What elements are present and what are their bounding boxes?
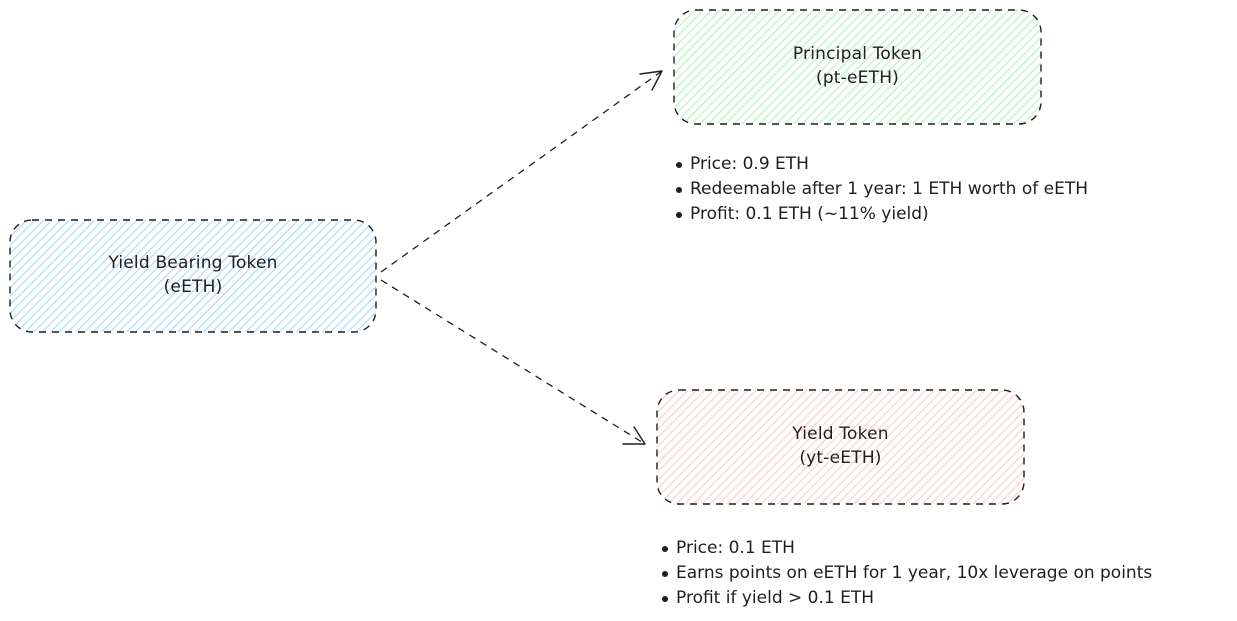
yield-token-notes: Price: 0.1 ETH Earns points on eETH for … <box>660 536 1152 611</box>
principal-token-symbol: (pt-eETH) <box>815 68 900 88</box>
arrow-to-yield-token <box>380 279 646 445</box>
yield-note-profit: Profit if yield > 0.1 ETH <box>660 586 1152 611</box>
yield-note-points: Earns points on eETH for 1 year, 10x lev… <box>660 561 1152 586</box>
yield-token-symbol: (yt-eETH) <box>799 448 882 468</box>
principal-token-notes: Price: 0.9 ETH Redeemable after 1 year: … <box>674 152 1088 227</box>
principal-token-title: Principal Token <box>792 44 923 64</box>
principal-note-price: Price: 0.9 ETH <box>674 152 1088 177</box>
principal-token-label: Principal Token (pt-eETH) <box>674 42 1041 90</box>
arrow-to-principal-token <box>380 70 663 273</box>
arrowhead-principal <box>639 70 663 91</box>
yield-bearing-token-symbol: (eETH) <box>163 277 223 297</box>
yield-bearing-token-box <box>9 219 377 333</box>
principal-note-redeemable: Redeemable after 1 year: 1 ETH worth of … <box>674 177 1088 202</box>
principal-note-profit: Profit: 0.1 ETH (~11% yield) <box>674 202 1088 227</box>
yield-token-label: Yield Token (yt-eETH) <box>657 422 1024 470</box>
yield-bearing-token-title: Yield Bearing Token <box>108 253 278 273</box>
yield-token-box <box>656 389 1025 505</box>
yield-token-title: Yield Token <box>792 424 889 444</box>
arrowhead-yield <box>622 426 646 445</box>
yield-note-price: Price: 0.1 ETH <box>660 536 1152 561</box>
yield-bearing-token-label: Yield Bearing Token (eETH) <box>10 251 376 299</box>
principal-token-box <box>673 9 1042 125</box>
